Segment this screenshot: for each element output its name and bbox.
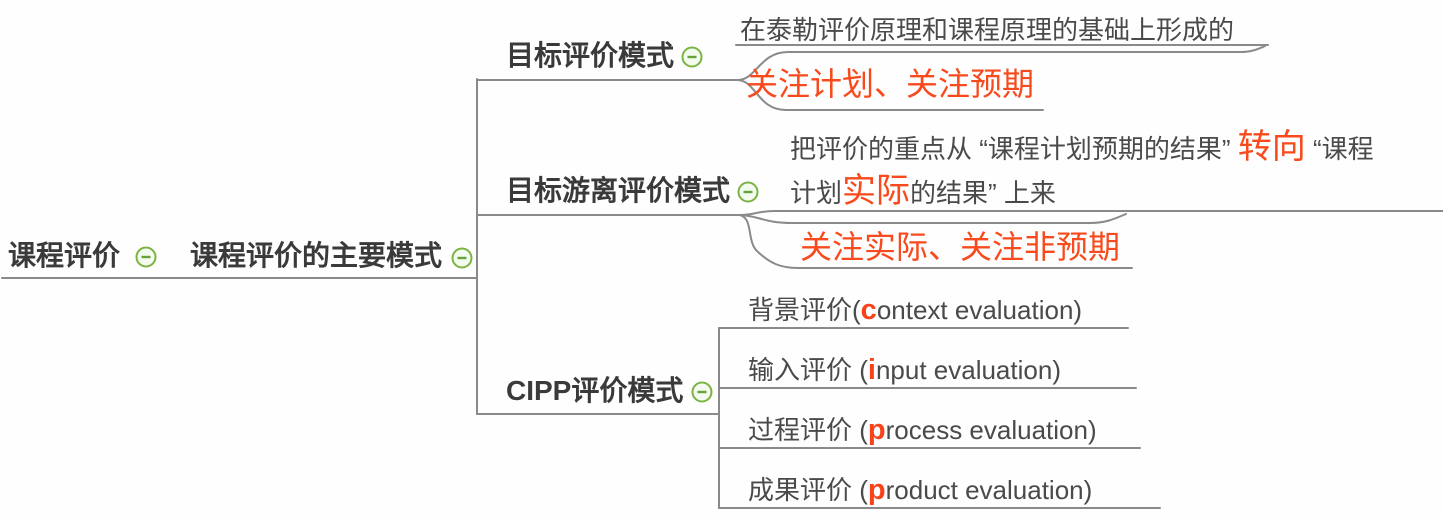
cipp-child-input[interactable]: 输入评价 (input evaluation) [748,354,1061,387]
cipp-child-process[interactable]: 过程评价 (process evaluation) [748,414,1097,447]
branch2-capsule-bottom [739,214,1133,269]
text-segment: 转向 [1237,128,1306,166]
note-shift-focus[interactable]: 把评价的重点从 “课程计划预期的结果” 转向 “课程计划实际的结果” 上来 [790,126,1374,214]
text-segment: 实际 [842,172,911,210]
cipp-child-product[interactable]: 成果评价 (product evaluation) [748,474,1092,507]
text-segment: i [867,354,876,386]
text-segment: 计划 [790,178,843,208]
branch1-capsule-top [737,45,1266,81]
text-segment: 背景评价( [748,295,861,325]
text-segment: “课程 [1305,134,1374,164]
highlight-focus-plan[interactable]: 关注计划、关注预期 [746,66,1035,102]
collapse-icon[interactable] [737,181,759,203]
cipp-child-context[interactable]: 背景评价(context evaluation) [748,294,1082,327]
text-segment: 的结果” 上来 [910,178,1056,208]
text-segment: c [860,294,877,326]
text-segment: roduct evaluation) [885,475,1093,505]
topic-target-model[interactable]: 目标评价模式 [506,40,675,71]
highlight-focus-actual[interactable]: 关注实际、关注非预期 [800,229,1121,265]
collapse-icon[interactable] [691,381,713,403]
topic-main-modes[interactable]: 课程评价的主要模式 [190,240,443,271]
branch2-capsule-top [739,213,1127,224]
collapse-icon[interactable] [135,246,157,268]
topic-goal-free-model[interactable]: 目标游离评价模式 [506,175,731,206]
text-segment: p [867,414,886,446]
text-segment: nput evaluation) [875,355,1061,385]
text-segment: rocess evaluation) [885,415,1097,445]
branch1-capsule-bottom [737,79,1044,111]
text-segment: 过程评价 ( [748,415,868,445]
text-segment: 输入评价 ( [748,355,868,385]
text-segment: ontext evaluation) [876,295,1083,325]
topic-cipp-model[interactable]: CIPP评价模式 [506,375,684,406]
text-segment: “课程计划预期的结果” [979,134,1238,164]
text-segment: 成果评价 ( [748,475,868,505]
collapse-icon[interactable] [451,247,473,269]
collapse-icon[interactable] [681,46,703,68]
text-segment: p [867,474,886,506]
topic-root[interactable]: 课程评价 [8,240,121,271]
note-tyler-basis[interactable]: 在泰勒评价原理和课程原理的基础上形成的 [740,15,1235,45]
text-segment: 把评价的重点从 [790,134,980,164]
